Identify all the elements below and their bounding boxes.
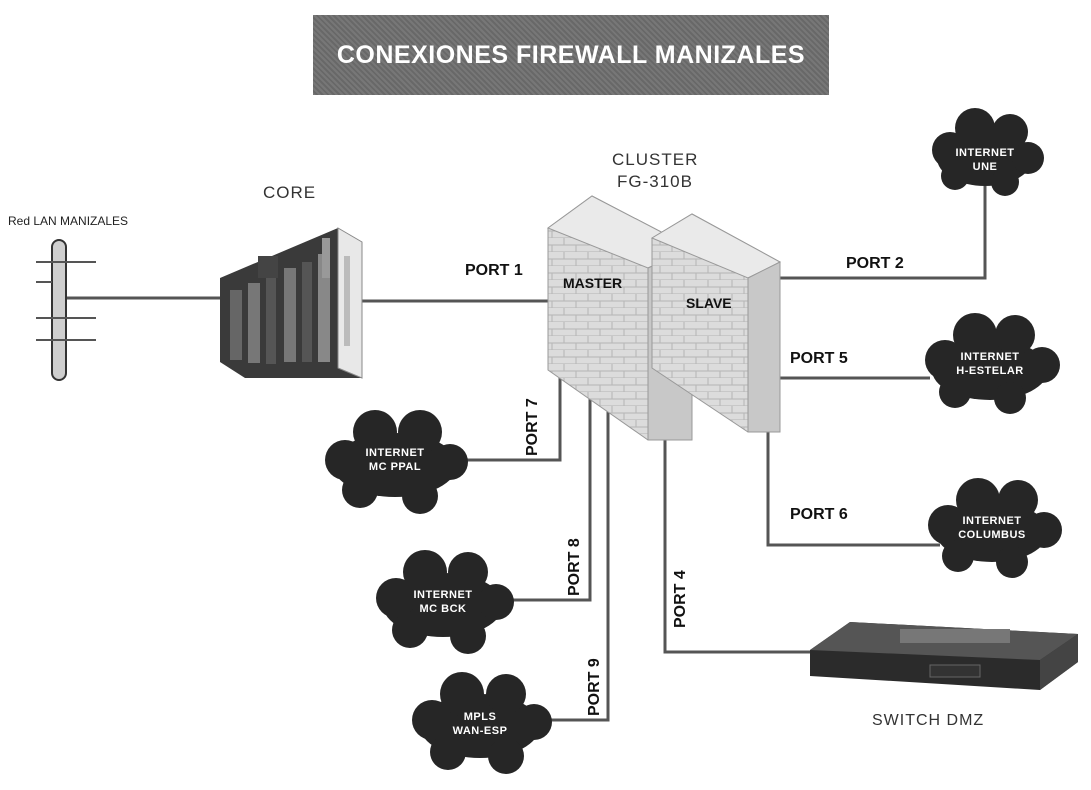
port6-link [766,420,940,547]
cloud-mpls-line2: WAN-ESP [452,725,508,737]
cloud-mc-ppal-line2: MC PPAL [368,461,422,473]
cloud-mc-bck-line2: MC BCK [419,603,467,615]
cloud-mc-bck-icon [376,550,514,654]
cloud-estelar-line1: INTERNET [960,351,1020,363]
port1-label: PORT 1 [465,262,523,279]
port6-label: PORT 6 [790,506,848,523]
port5-label: PORT 5 [790,350,848,367]
cloud-mpls-icon [412,672,552,774]
cloud-columbus-label: INTERNET COLUMBUS [937,514,1047,542]
title-banner: CONEXIONES FIREWALL MANIZALES [313,15,829,95]
core-label: CORE [263,183,317,202]
cluster-label-line2: FG-310B [617,172,693,191]
cloud-mc-ppal-icon [325,410,468,514]
core-switch-icon [220,227,363,379]
port7-label: PORT 7 [524,398,541,456]
port4-label: PORT 4 [672,570,689,628]
cloud-une-line2: UNE [972,161,998,173]
switch-dmz-icon [810,622,1078,690]
port7-link [455,345,562,462]
cloud-estelar-label: INTERNET H-ESTELAR [935,350,1045,378]
port2-link [780,186,987,280]
cloud-columbus-icon [928,478,1062,578]
cloud-estelar-line2: H-ESTELAR [956,365,1024,377]
port8-label: PORT 8 [566,538,583,596]
switch-dmz-label: SWITCH DMZ [872,712,985,729]
clouds [325,108,1062,774]
cloud-une-label: INTERNET UNE [930,146,1040,174]
cloud-estelar-icon [925,313,1060,414]
cloud-une-line1: INTERNET [955,147,1015,159]
cloud-mpls-line1: MPLS [463,711,497,723]
cloud-columbus-line1: INTERNET [962,515,1022,527]
cloud-mc-bck-label: INTERNET MC BCK [388,588,498,616]
port8-link [505,395,592,602]
cloud-mpls-label: MPLS WAN-ESP [425,710,535,738]
master-label: MASTER [563,275,623,291]
slave-firewall-icon [650,213,782,433]
wires [66,186,987,722]
cloud-mc-ppal-label: INTERNET MC PPAL [340,446,450,474]
slave-label: SLAVE [686,295,732,311]
port9-link [545,405,610,722]
cloud-une-icon [932,108,1044,196]
cloud-columbus-line2: COLUMBUS [958,529,1026,541]
port9-label: PORT 9 [586,658,603,716]
lan-bus-icon [36,239,96,381]
red-lan-label: Red LAN MANIZALES [8,214,129,228]
cloud-mc-bck-line1: INTERNET [413,589,473,601]
port4-link [663,430,810,654]
port2-label: PORT 2 [846,255,904,272]
diagram-title: CONEXIONES FIREWALL MANIZALES [336,40,806,69]
cluster-label-line1: CLUSTER [612,150,699,169]
cloud-mc-ppal-line1: INTERNET [365,447,425,459]
